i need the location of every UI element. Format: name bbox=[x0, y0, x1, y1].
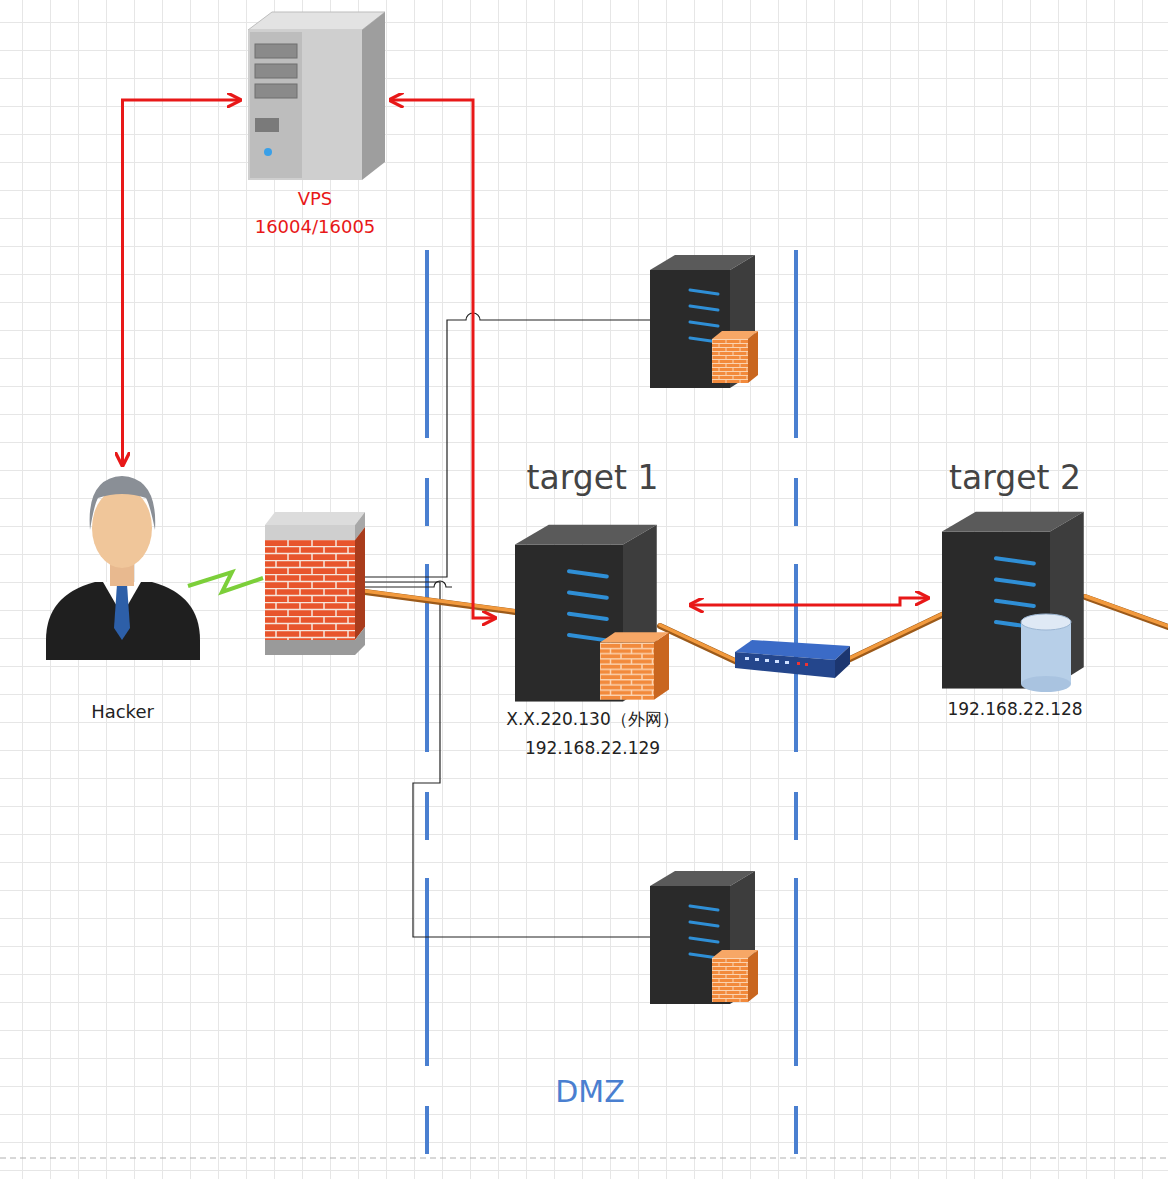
hacker-figure bbox=[46, 476, 200, 660]
dmz-server bbox=[650, 255, 758, 388]
network-switch bbox=[735, 640, 850, 678]
node-label: 192.168.22.128 bbox=[947, 699, 1082, 719]
node-label: X.X.220.130（外网） bbox=[506, 709, 678, 729]
node-title: Hacker bbox=[91, 701, 154, 723]
vps-server bbox=[248, 12, 385, 180]
node-title: target 2 bbox=[949, 458, 1081, 498]
target-server bbox=[515, 525, 669, 702]
target-node: target 2 192.168.22.128 bbox=[928, 458, 1102, 726]
page-edge bbox=[0, 1158, 1168, 1159]
node-title: target 1 bbox=[527, 458, 659, 498]
dmz-server bbox=[650, 871, 758, 1004]
node-label: 16004/16005 bbox=[255, 216, 376, 238]
node-title: VPS bbox=[298, 188, 333, 210]
zone-label: DMZ bbox=[555, 1074, 625, 1110]
target-node: target 1 X.X.220.130（外网） 192.168.22.129 bbox=[495, 458, 690, 766]
hacker-node: Hacker bbox=[40, 465, 205, 730]
firewall bbox=[265, 512, 365, 655]
dmz-boundary bbox=[427, 250, 796, 1157]
wireless-link bbox=[188, 572, 263, 592]
vps-node: VPS 16004/16005 bbox=[240, 8, 390, 240]
connector-arrow bbox=[390, 100, 495, 618]
node-label: 192.168.22.129 bbox=[525, 738, 660, 758]
connector-arrow bbox=[123, 100, 241, 465]
connector-arrow bbox=[690, 598, 928, 605]
database-server bbox=[942, 512, 1084, 692]
